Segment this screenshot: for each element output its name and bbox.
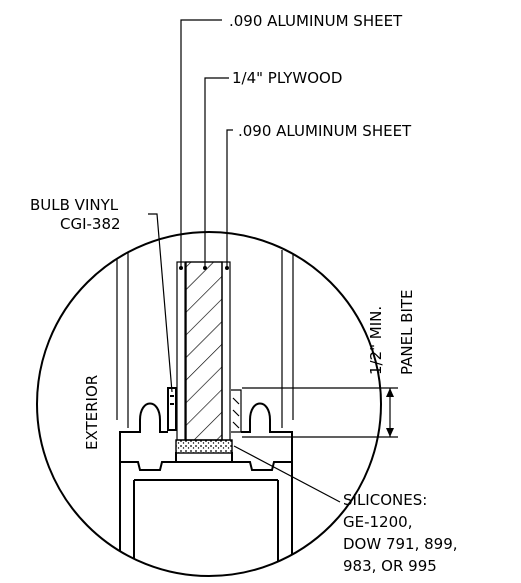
label-exterior: EXTERIOR: [83, 375, 101, 450]
section-geometry: [116, 250, 294, 576]
glazing-tape: [231, 389, 242, 433]
leader-bulb-vinyl: [148, 213, 173, 393]
label-min-bite: 1/2" MIN.: [367, 306, 385, 375]
leader-sheet-outer: [180, 19, 222, 268]
bulb-vinyl-gasket: [167, 387, 177, 431]
mullion-extrusion-left: [119, 402, 177, 471]
label-plywood: 1/4" PLYWOOD: [232, 69, 342, 87]
leader-silicones: [233, 445, 341, 503]
label-panel-bite: PANEL BITE: [398, 289, 416, 375]
detail-circle: [36, 231, 382, 577]
panel-assembly: [176, 261, 231, 441]
label-sheet-outer: .090 ALUMINUM SHEET: [229, 12, 403, 30]
label-silicones-options: 983, OR 995: [343, 557, 437, 575]
leader-sheet-inner: [226, 129, 233, 268]
label-silicones: SILICONES:: [343, 491, 427, 509]
label-sheet-inner: .090 ALUMINUM SHEET: [238, 122, 412, 140]
label-silicones-dow: DOW 791, 899,: [343, 535, 458, 553]
label-silicones-ge: GE-1200,: [343, 513, 412, 531]
label-bulb-vinyl-part: CGI-382: [60, 215, 121, 233]
panel-bite-dimension: [242, 387, 398, 438]
leader-plywood: [204, 77, 229, 268]
mullion-extrusion-right: [231, 402, 293, 471]
silicone-bead: [175, 439, 233, 454]
label-bulb-vinyl: BULB VINYL: [30, 196, 119, 214]
frame-box: [119, 461, 293, 576]
